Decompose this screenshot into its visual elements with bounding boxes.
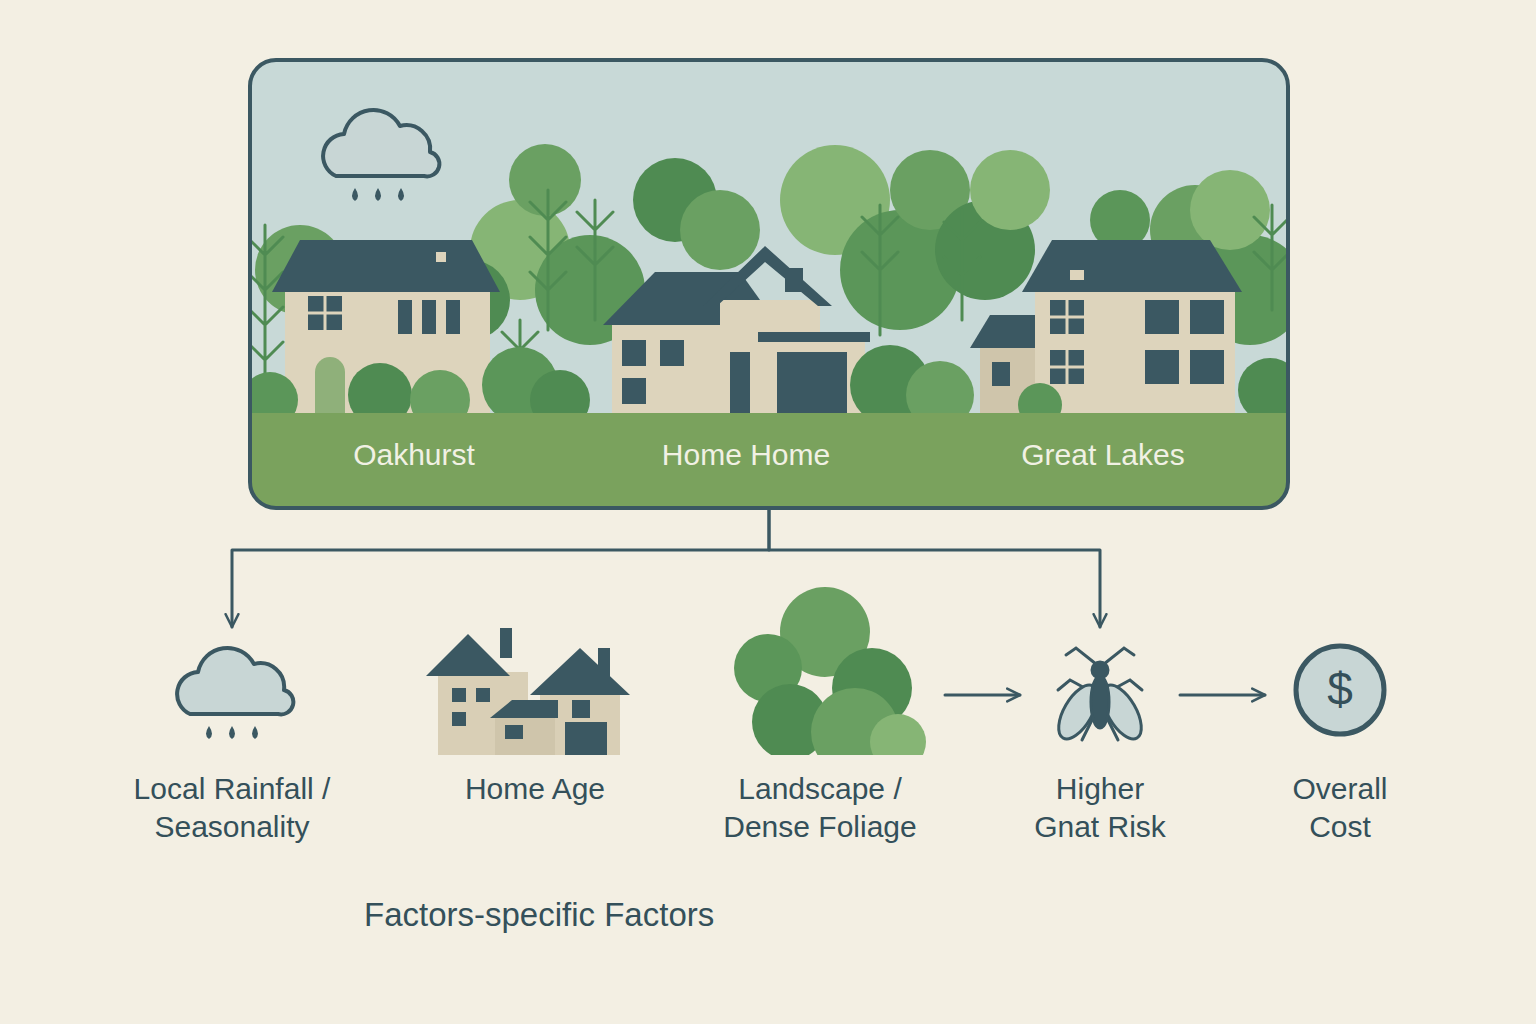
house-middle-part (730, 352, 750, 415)
gnat-icon-part (1091, 676, 1109, 728)
house-right-part (1050, 350, 1084, 384)
connector-arrow (232, 510, 769, 627)
neighborhood-scene (250, 60, 1288, 508)
background-trees-part (1190, 170, 1270, 250)
house-right-part (1050, 300, 1084, 334)
house-right-part (1190, 350, 1224, 384)
house-middle-part (777, 352, 847, 415)
stick-tree (862, 205, 898, 335)
house-right-part (1145, 350, 1179, 384)
place-name: Oakhurst (353, 436, 475, 474)
factor-item: Landscape / Dense Foliage (700, 586, 940, 846)
rainfall-icon (177, 648, 293, 739)
background-trees-part (680, 190, 760, 270)
stick-tree (577, 200, 613, 320)
caption-note: Factors-specific Factors (364, 895, 714, 935)
house-middle-part (622, 378, 646, 404)
house-left-part (315, 357, 345, 415)
house-middle-part (703, 246, 832, 306)
background-trees-part (509, 144, 581, 216)
factor-label: Local Rainfall / Seasonality (92, 770, 372, 846)
house-right (970, 240, 1242, 415)
neighborhood-panel: Oakhurst Home Home Great Lakes (248, 58, 1290, 510)
house-right-part (1050, 300, 1084, 334)
house-middle (603, 246, 870, 415)
house-middle-part (765, 338, 865, 415)
rain-cloud (323, 110, 439, 201)
home-age-icon-part (426, 634, 510, 676)
home-age-icon-part (495, 715, 555, 755)
house-right-part (1035, 290, 1235, 415)
background-trees-part (970, 150, 1050, 230)
stick-tree (1254, 205, 1288, 310)
house-middle-part (622, 340, 646, 366)
connector-arrow (769, 510, 1100, 627)
factor-item: Local Rainfall / Seasonality (92, 630, 372, 846)
house-middle-part (660, 340, 684, 366)
home-age-icon-part (452, 688, 466, 702)
stick-tree (530, 190, 566, 330)
home-age-icon-part (530, 648, 630, 695)
cost-coin (1296, 646, 1384, 734)
house-middle-part (758, 332, 870, 342)
gnat-icon-part (1092, 662, 1108, 678)
factor-item: Home Age (420, 622, 650, 808)
foliage-icon (734, 587, 926, 755)
place-name: Great Lakes (1021, 436, 1184, 474)
stick-tree (944, 210, 980, 320)
dollar-sign: $ (1327, 662, 1353, 717)
house-right-part (970, 315, 1045, 348)
house-left-part (308, 296, 342, 330)
home-age-icon-part (572, 700, 590, 718)
house-left-part (308, 296, 342, 330)
ground-band (250, 413, 1288, 508)
home-age-icon-part (490, 700, 558, 718)
factor-label: Home Age (420, 770, 650, 808)
connector-arrow (1180, 694, 1265, 697)
factor-label: Overall Cost (1270, 770, 1410, 846)
house-left-part (272, 240, 500, 292)
front-bushes-part (1238, 358, 1288, 422)
home-age-icon-part (476, 688, 490, 702)
house-left-part (422, 300, 436, 334)
house-right-part (1022, 240, 1242, 292)
house-middle-part (785, 268, 803, 292)
home-age-icon-part (565, 722, 607, 755)
home-age-icon-part (452, 712, 466, 726)
sky (250, 60, 1288, 508)
house-right-part (1190, 300, 1224, 334)
house-right-part (1050, 350, 1084, 384)
house-right-part (1145, 300, 1179, 334)
connector-arrow (945, 694, 1020, 697)
house-right-part (1070, 270, 1084, 280)
house-right-part (992, 362, 1010, 386)
factor-label: Landscape / Dense Foliage (700, 770, 940, 846)
home-age-icon (426, 628, 630, 755)
house-left-part (436, 252, 446, 262)
house-left-part (398, 300, 412, 334)
gnat-icon (1051, 648, 1149, 745)
foliage-icon-part (870, 714, 926, 755)
rainfall-icon-part (177, 648, 293, 739)
place-name: Home Home (662, 436, 830, 474)
factor-label: Higher Gnat Risk (1025, 770, 1175, 846)
home-age-icon-part (500, 628, 512, 658)
house-left-part (446, 300, 460, 334)
home-age-icon-part (505, 725, 523, 739)
risk-item: Higher Gnat Risk (1025, 630, 1175, 846)
